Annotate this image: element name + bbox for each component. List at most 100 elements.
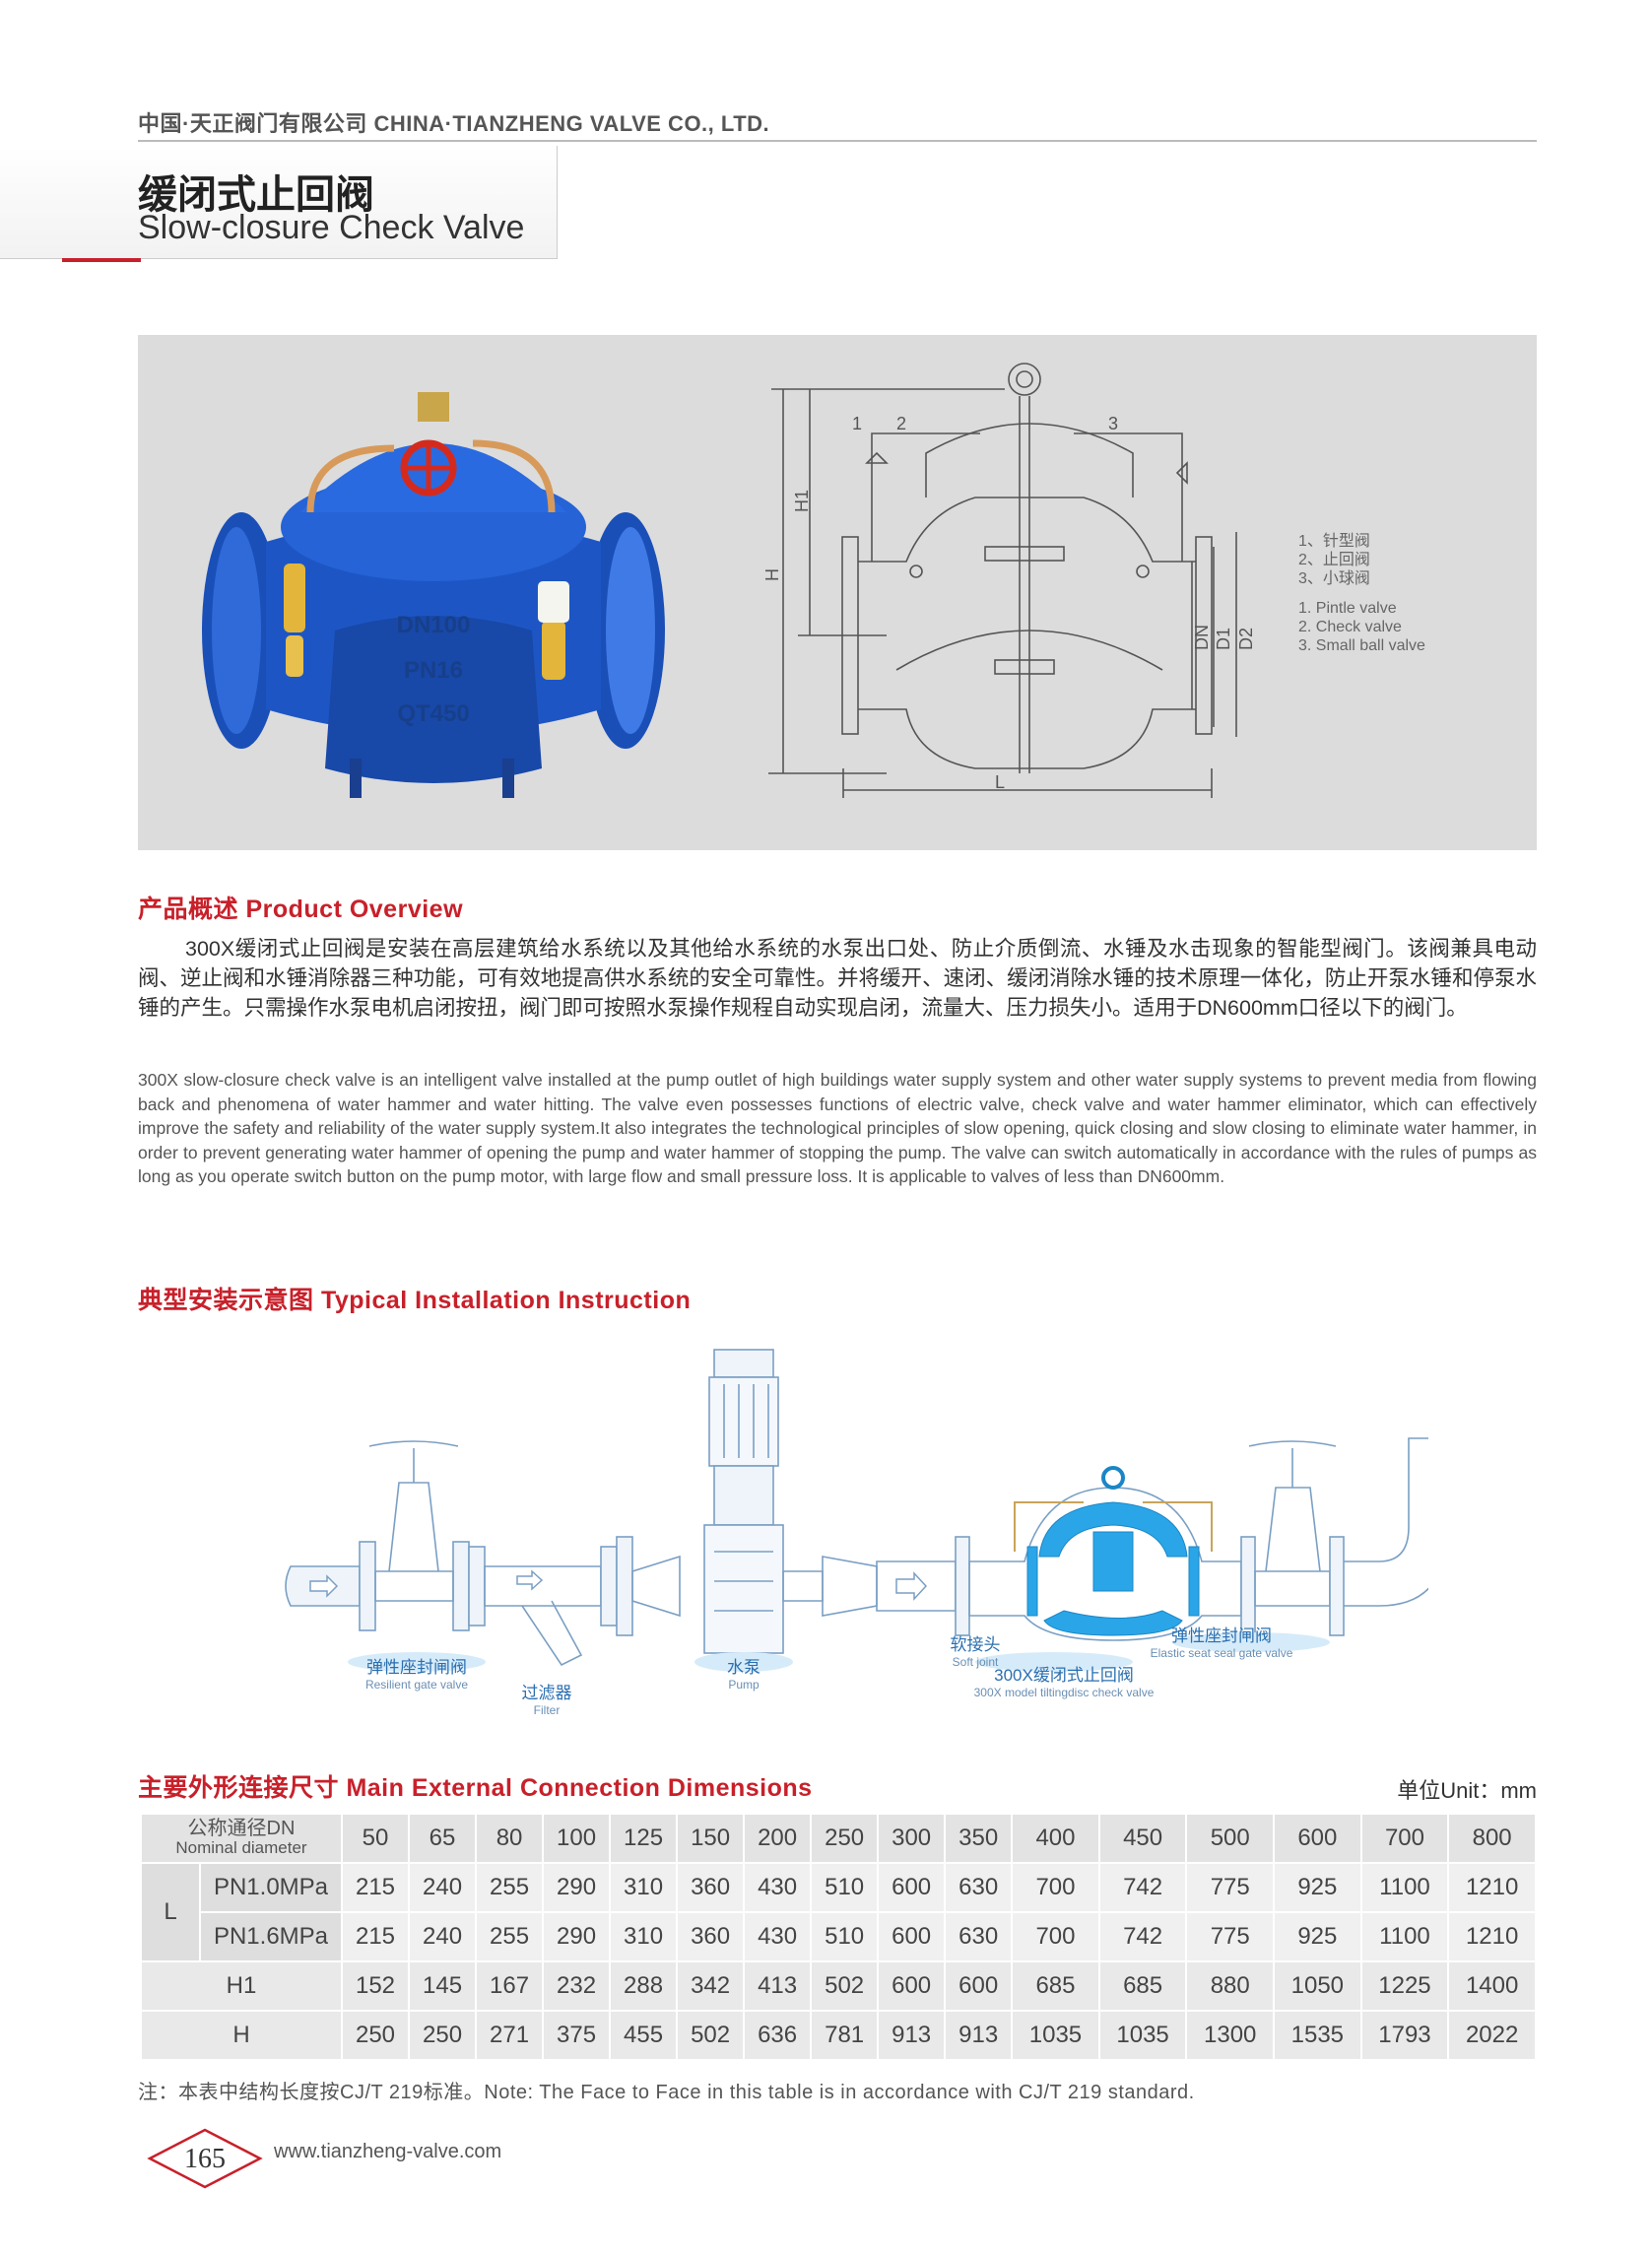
value-cell: 1210 xyxy=(1447,1911,1537,1962)
value-cell: 1535 xyxy=(1273,2010,1362,2061)
table-note: 注：本表中结构长度按CJ/T 219标准。Note: The Face to F… xyxy=(138,2082,1195,2103)
title-block-background xyxy=(0,146,558,259)
legend-zh-3: 3、小球阀 xyxy=(1298,569,1370,587)
body-mark-dn: DN100 xyxy=(397,612,471,638)
dimensions-heading: 主要外形连接尺寸 Main External Connection Dimens… xyxy=(138,1774,813,1802)
dn-cell: 400 xyxy=(1011,1813,1100,1864)
value-cell: 288 xyxy=(609,1960,679,2012)
value-cell: 685 xyxy=(1097,1960,1188,2012)
page-title-zh: 缓闭式止回阀 xyxy=(138,173,374,217)
value-cell: 510 xyxy=(810,1862,880,1913)
value-cell: 781 xyxy=(810,2010,880,2061)
value-cell: 925 xyxy=(1273,1911,1362,1962)
label-check-valve: 300X缓闭式止回阀 300X model tiltingdisc check … xyxy=(973,1666,1155,1699)
value-cell: 742 xyxy=(1097,1911,1188,1962)
dim-label-h1: H1 xyxy=(792,490,812,512)
dn-cell: 65 xyxy=(408,1813,478,1864)
table-row-h1: H1 152 145 167 232 288 342 413 502 600 6… xyxy=(140,1960,1537,2012)
value-cell: 600 xyxy=(944,1960,1014,2012)
value-cell: 215 xyxy=(340,1862,411,1913)
value-cell: 430 xyxy=(743,1911,813,1962)
table-header-cell: 公称通径DN Nominal diameter xyxy=(140,1813,343,1864)
table-row-pn16: PN1.6MPa 215 240 255 290 310 360 430 510… xyxy=(141,1911,1537,1962)
page-number: 165 xyxy=(184,2144,226,2174)
installation-heading: 典型安装示意图 Typical Installation Instruction xyxy=(138,1287,692,1314)
dn-cell: 800 xyxy=(1447,1813,1537,1864)
label-pump: 水泵 Pump xyxy=(727,1658,760,1692)
dim-label-h: H xyxy=(762,568,782,581)
value-cell: 360 xyxy=(676,1862,746,1913)
value-cell: 510 xyxy=(810,1911,880,1962)
dn-cell: 700 xyxy=(1359,1813,1450,1864)
dn-cell: 600 xyxy=(1273,1813,1362,1864)
page-diamond-icon: 165 xyxy=(147,2128,263,2189)
dn-cell: 50 xyxy=(340,1813,411,1864)
valve-photo: DN100 PN16 QT450 xyxy=(202,392,665,798)
value-cell: 1035 xyxy=(1097,2010,1188,2061)
value-cell: 1300 xyxy=(1185,2010,1276,2061)
value-cell: 255 xyxy=(475,1911,545,1962)
website-link[interactable]: www.tianzheng-valve.com xyxy=(274,2141,502,2162)
dimensions-table: 公称通径DN Nominal diameter 50 65 80 100 125… xyxy=(140,1813,1537,2061)
body-mark-material: QT450 xyxy=(397,700,469,727)
table-row-pn10: L PN1.0MPa 215 240 255 290 310 360 430 5… xyxy=(140,1862,1537,1962)
value-cell: 290 xyxy=(542,1862,612,1913)
legend-en-3: 3. Small ball valve xyxy=(1298,637,1425,654)
value-cell: 167 xyxy=(475,1960,545,2012)
legend-zh-1: 1、针型阀 xyxy=(1298,532,1370,550)
value-cell: 913 xyxy=(877,2010,947,2061)
value-cell: 600 xyxy=(877,1862,947,1913)
label-soft-joint: 软接头 Soft joint xyxy=(950,1635,1001,1669)
value-cell: 413 xyxy=(743,1960,813,2012)
value-cell: 240 xyxy=(408,1862,478,1913)
dn-cell: 250 xyxy=(810,1813,880,1864)
company-header: 中国·天正阀门有限公司 CHINA·TIANZHENG VALVE CO., L… xyxy=(138,111,770,136)
row-label-pn16: PN1.6MPa xyxy=(199,1911,343,1962)
value-cell: 600 xyxy=(877,1960,947,2012)
installation-diagram: 弹性座封闸阀 Resilient gate valve 过滤器 Filter 水… xyxy=(266,1340,1449,1717)
value-cell: 430 xyxy=(743,1862,813,1913)
row-label-l: L xyxy=(140,1862,201,1962)
value-cell: 271 xyxy=(475,2010,545,2061)
value-cell: 1035 xyxy=(1011,2010,1100,2061)
table-row-dn: 公称通径DN Nominal diameter 50 65 80 100 125… xyxy=(140,1813,1537,1864)
dim-label-l: L xyxy=(995,772,1005,792)
value-cell: 502 xyxy=(676,2010,746,2061)
value-cell: 1100 xyxy=(1359,1862,1450,1913)
value-cell: 1400 xyxy=(1447,1960,1537,2012)
dim-label-d2: D2 xyxy=(1236,628,1256,650)
dn-cell: 200 xyxy=(743,1813,813,1864)
header-zh: 公称通径DN xyxy=(187,1818,296,1839)
value-cell: 600 xyxy=(877,1911,947,1962)
value-cell: 1225 xyxy=(1359,1960,1450,2012)
header-divider xyxy=(138,140,1537,142)
page-title-en: Slow-closure Check Valve xyxy=(138,209,525,246)
value-cell: 913 xyxy=(944,2010,1014,2061)
value-cell: 342 xyxy=(676,1960,746,2012)
row-label-pn10: PN1.0MPa xyxy=(199,1862,343,1913)
dn-cell: 100 xyxy=(542,1813,612,1864)
overview-heading: 产品概述 Product Overview xyxy=(138,896,464,923)
value-cell: 232 xyxy=(542,1960,612,2012)
body-mark-pn: PN16 xyxy=(404,657,463,684)
dn-cell: 125 xyxy=(609,1813,679,1864)
value-cell: 636 xyxy=(743,2010,813,2061)
value-cell: 2022 xyxy=(1447,2010,1537,2061)
legend-zh-2: 2、止回阀 xyxy=(1298,551,1370,568)
header-en: Nominal diameter xyxy=(175,1838,307,1857)
value-cell: 215 xyxy=(340,1911,411,1962)
dn-cell: 150 xyxy=(676,1813,746,1864)
dn-cell: 80 xyxy=(475,1813,545,1864)
value-cell: 1050 xyxy=(1273,1960,1362,2012)
value-cell: 152 xyxy=(340,1960,411,2012)
installation-drawing xyxy=(285,1349,1449,1672)
dn-cell: 350 xyxy=(944,1813,1014,1864)
valve-technical-drawing xyxy=(768,363,1237,798)
value-cell: 240 xyxy=(408,1911,478,1962)
value-cell: 310 xyxy=(609,1862,679,1913)
value-cell: 630 xyxy=(944,1911,1014,1962)
value-cell: 700 xyxy=(1011,1911,1100,1962)
legend-en-2: 2. Check valve xyxy=(1298,619,1402,635)
dn-cell: 500 xyxy=(1185,1813,1276,1864)
value-cell: 255 xyxy=(475,1862,545,1913)
